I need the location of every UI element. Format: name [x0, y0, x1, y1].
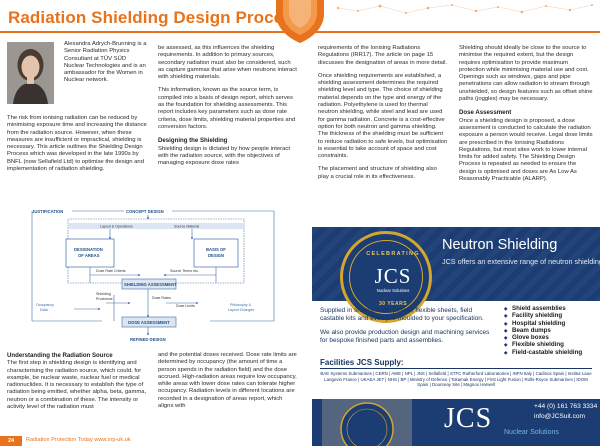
badge-subtitle: Nuclear Solutions [376, 288, 410, 293]
list-item: Beam dumps [504, 327, 600, 335]
list-item: Glove boxes [504, 334, 600, 342]
label-dose-limits: Dose Limits [176, 304, 195, 308]
paragraph: The first step in shielding design is id… [7, 360, 147, 411]
header-decoration [336, 4, 593, 14]
list-item: Field-castable shielding [504, 349, 600, 357]
paragraph: This information, known as the source te… [158, 87, 296, 130]
magazine-footer: Radiation Protection Today www.srp-uk.uk [26, 437, 131, 443]
page-title: Radiation Shielding Design Process [8, 8, 303, 27]
bottom-column-2: and the potential doses received. Dose r… [158, 352, 298, 416]
shielding-design-process-diagram: JUSTIFICATION CONCEPT DESIGN Layout & Op… [31, 209, 275, 342]
column-4: Shielding should ideally be close to the… [459, 45, 595, 189]
ad-body: Supplied in sheets, rods, pellets, flexi… [320, 307, 490, 351]
ad-paragraph: We also provide production design and ma… [320, 329, 490, 344]
list-item: Shield assemblies [504, 305, 600, 313]
author-bio: Alexandra Adrych-Brunning is a Senior Ra… [64, 41, 147, 84]
label-concept-design: CONCEPT DESIGN [126, 209, 164, 214]
ad-footer: JCS Nuclear Solutions +44 (0) 161 763 33… [312, 399, 600, 446]
label-refined-design: REFINED DESIGN [130, 337, 166, 342]
jcs-advertisement[interactable]: Neutron Shielding JCS offers an extensiv… [312, 227, 600, 446]
paragraph: Shielding design is dictated by how peop… [158, 145, 290, 167]
label-philosophy-1: Philosophy & [230, 303, 252, 307]
label-dose-rates: Dose Rates [152, 296, 171, 300]
label-occupancy-2: Data [40, 308, 48, 312]
author-photo [7, 42, 54, 104]
badge-top-text: CELEBRATING [366, 251, 420, 257]
ad-paragraph: Supplied in sheets, rods, pellets, flexi… [320, 307, 484, 322]
section-heading: Understanding the Radiation Source [7, 352, 113, 359]
ad-tagline: JCS offers an extensive range of neutron… [442, 257, 600, 266]
ad-facilities-list: BAE Systems Submarines | CERN | AWE | NP… [320, 371, 592, 388]
paragraph: Shielding should ideally be close to the… [459, 45, 593, 103]
badge-ring: CELEBRATING JCS Nuclear Solutions 30 YEA… [349, 240, 423, 314]
ad-facilities-heading: Facilities JCS Supply: [320, 358, 404, 367]
badge-logo-text: JCS [374, 264, 412, 288]
bottom-column-1: Understanding the Radiation Source The f… [7, 352, 147, 417]
paragraph: requirements of the Ionising Radiations … [318, 45, 448, 66]
ad-footer-logo-text: JCS [444, 403, 493, 434]
intro-paragraph: The risk from ionising radiation can be … [7, 115, 147, 173]
paragraph: be assessed, as this influences the shie… [158, 45, 297, 81]
label-dose-assessment: DOSE ASSESSMENT [128, 320, 170, 325]
shielding-assessment-box [121, 278, 177, 290]
label-shielding-provisions-1: Shielding [96, 292, 111, 296]
list-item: Hospital shielding [504, 320, 600, 328]
label-basis-2: DESIGN [208, 253, 224, 258]
paragraph: Once shielding requirements are establis… [318, 72, 448, 160]
label-layout-operations: Layout & Operations [100, 225, 133, 229]
ad-phone-number[interactable]: +44 (0) 161 763 3334 [534, 403, 598, 410]
label-philosophy-2: Layout Changes [228, 308, 254, 312]
column-2: be assessed, as this influences the shie… [158, 45, 298, 173]
label-justification: JUSTIFICATION [32, 209, 63, 214]
label-shielding-provisions-2: Provisions [96, 297, 113, 301]
section-heading: Dose Assessment [459, 109, 512, 117]
divider [320, 368, 592, 369]
label-designation-1: DESIGNATION [74, 247, 103, 252]
section-heading: Designing the Shielding [158, 137, 228, 145]
ad-footer-subtitle: Nuclear Solutions [504, 429, 559, 436]
list-item: Facility shielding [504, 312, 600, 320]
label-source-terms: Source Terms etc. [170, 269, 199, 273]
page-number: 24 [0, 436, 22, 446]
ad-footer-badge [322, 399, 412, 446]
dose-assessment-box [121, 316, 177, 328]
column-1: The risk from ionising radiation can be … [7, 115, 147, 179]
list-item: Flexible shielding [504, 341, 600, 349]
column-3: requirements of the Ionising Radiations … [318, 45, 448, 187]
paragraph: Once a shielding design is proposed, a d… [459, 117, 593, 183]
layout-band [68, 223, 244, 229]
shield-icon [270, 0, 330, 49]
label-dose-rate-criteria: Dose Rate Criteria [96, 269, 126, 273]
label-shielding-assessment: SHIELDING ASSESSMENT [124, 282, 177, 287]
label-source-material: Source Material [174, 225, 199, 229]
ad-anniversary-badge: CELEBRATING JCS Nuclear Solutions 30 YEA… [340, 231, 432, 323]
label-occupancy-1: Occupancy [36, 303, 54, 307]
badge-years: 30 YEARS [378, 301, 408, 307]
designation-of-areas-box [65, 238, 115, 268]
ad-product-list: Shield assemblies Facility shielding Hos… [504, 305, 600, 356]
paragraph: and the potential doses received. Dose r… [158, 352, 297, 410]
basis-of-design-box [193, 238, 239, 268]
label-designation-2: OF AREAS [78, 253, 100, 258]
ad-email-link[interactable]: info@JCSuit.com [534, 413, 586, 420]
paragraph: The placement and structure of shielding… [318, 166, 437, 180]
label-basis-1: BASIS OF [206, 247, 226, 252]
ad-title: Neutron Shielding [442, 237, 558, 253]
